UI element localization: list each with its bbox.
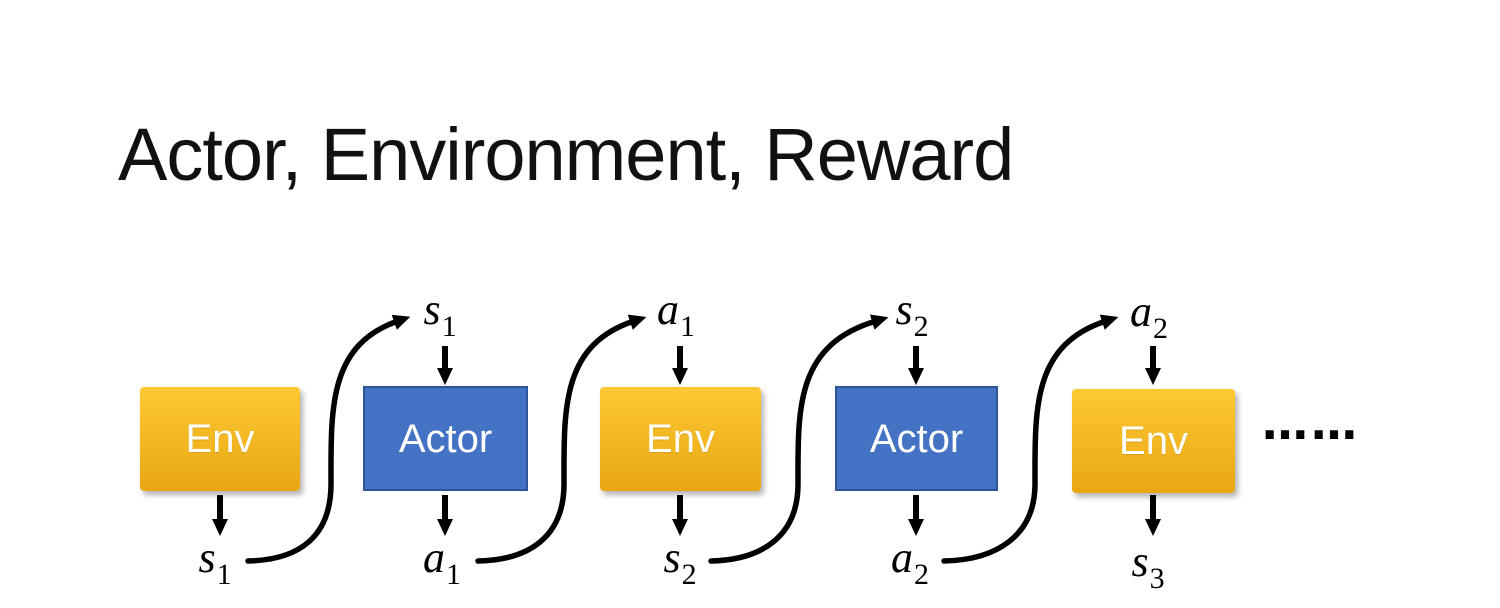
actor-box-2-label: Actor — [869, 416, 964, 461]
actor-box-1: Actor — [363, 386, 528, 491]
continuation-ellipsis: …… — [1262, 396, 1360, 450]
env-box-2: Env — [600, 387, 761, 491]
label-s2-top: s2 — [895, 285, 929, 343]
label-a2-bottom: a2 — [891, 533, 929, 591]
env-box-1: Env — [140, 387, 300, 491]
actor-box-1-label: Actor — [398, 416, 493, 461]
env-box-2-label: Env — [646, 417, 715, 461]
actor-box-2: Actor — [835, 386, 998, 491]
label-a2-top: a2 — [1130, 287, 1168, 345]
env-box-1-label: Env — [185, 417, 255, 461]
label-s2-bottom: s2 — [663, 533, 697, 591]
slide-title: Actor, Environment, Reward — [118, 113, 1014, 196]
curve-s2-to-actor2 — [708, 314, 889, 564]
curve-a1-to-env2 — [475, 314, 647, 564]
label-s1-bottom: s1 — [198, 533, 232, 591]
label-s1-top: s1 — [423, 285, 457, 343]
env-box-3: Env — [1072, 389, 1235, 493]
curve-s1-to-actor1 — [245, 314, 411, 564]
label-a1-top: a1 — [657, 285, 695, 343]
label-s3-bottom: s3 — [1131, 537, 1165, 595]
env-box-3-label: Env — [1119, 419, 1188, 463]
label-a1-bottom: a1 — [423, 533, 461, 591]
curve-a2-to-env3 — [941, 314, 1119, 564]
